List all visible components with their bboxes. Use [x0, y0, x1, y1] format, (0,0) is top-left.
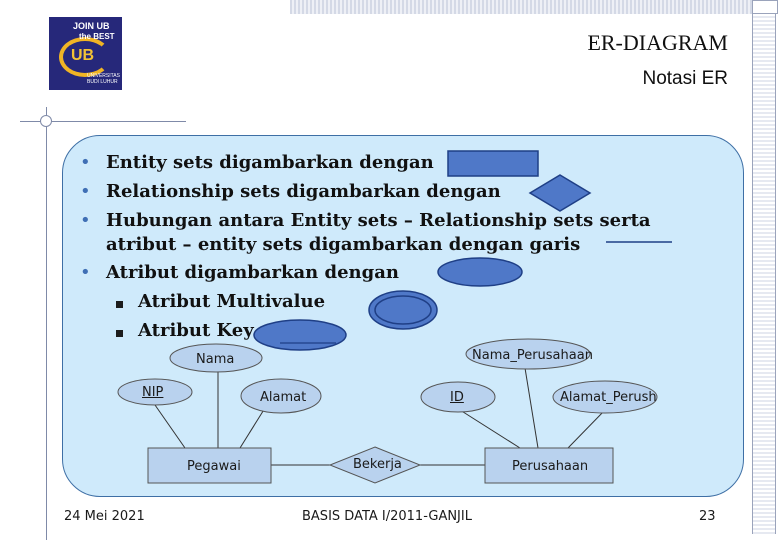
attribute-label-id: ID	[450, 390, 464, 405]
attribute-nip	[117, 378, 193, 406]
bullet-entity-sets: Entity sets digambarkan dengan	[106, 152, 434, 173]
decorative-line-vertical	[46, 107, 47, 540]
entity-pegawai	[147, 447, 272, 484]
bullet-relationship-sets: Relationship sets digambarkan dengan	[106, 181, 501, 202]
entity-label-pegawai: Pegawai	[187, 459, 241, 474]
bullet-dot: •	[80, 181, 91, 202]
logo-small-text: UNIVERSITAS BUDI LUHUR	[87, 73, 120, 85]
sub-bullet-key: Atribut Key	[138, 320, 254, 341]
sub-bullet-multivalue: Atribut Multivalue	[138, 291, 326, 312]
bullet-hubungan: Hubungan antara Entity sets – Relationsh…	[106, 210, 651, 231]
attribute-label-alamat: Alamat	[260, 390, 307, 405]
bullet-dot: •	[80, 152, 91, 173]
footer-date: 24 Mei 2021	[64, 509, 145, 524]
decorative-circle	[40, 115, 52, 127]
top-decoration-bar	[290, 0, 752, 14]
key-notation-ellipse	[253, 319, 347, 351]
footer-course: BASIS DATA I/2011-GANJIL	[302, 509, 472, 524]
attribute-label-nama-perusahaan: Nama_Perusahaan	[472, 348, 593, 363]
multivalue-notation-inner	[374, 295, 432, 325]
page-subtitle: Notasi ER	[642, 68, 728, 89]
top-decoration-box	[752, 0, 778, 14]
right-decoration-rail	[752, 14, 776, 534]
logo-best-text: the BEST	[79, 32, 115, 41]
diagram-connectors	[154, 367, 606, 466]
sub-bullet-square-icon	[116, 301, 123, 308]
bullet-hubungan-cont: atribut – entity sets digambarkan dengan…	[106, 234, 581, 255]
entity-label-perusahaan: Perusahaan	[512, 459, 589, 474]
attribute-alamat-perush	[552, 380, 658, 414]
bullet-dot: •	[80, 210, 91, 231]
page-title: ER-DIAGRAM	[587, 30, 728, 55]
entity-perusahaan	[484, 447, 614, 484]
logo-ring-icon	[59, 37, 111, 77]
university-logo: JOIN UB the BEST UB UNIVERSITAS BUDI LUH…	[49, 17, 122, 90]
attribute-label-nip: NIP	[142, 385, 164, 400]
attribute-label-nama: Nama	[196, 352, 235, 367]
attribute-notation-ellipse	[437, 257, 523, 287]
attribute-alamat	[240, 378, 322, 414]
sub-bullet-square-icon	[116, 330, 123, 337]
attribute-nama-perusahaan	[465, 338, 591, 370]
attribute-id	[420, 381, 496, 413]
relationship-label-bekerja: Bekerja	[353, 457, 402, 472]
relationship-notation-diamond	[528, 174, 592, 212]
footer-page-number: 23	[699, 509, 716, 524]
bullet-atribut: Atribut digambarkan dengan	[106, 262, 399, 283]
logo-join-text: JOIN UB	[73, 21, 110, 31]
attribute-label-alamat-perush: Alamat_Perush	[560, 390, 657, 405]
logo-ub-text: UB	[71, 47, 95, 64]
relationship-bekerja	[328, 446, 422, 484]
entity-notation-rectangle	[447, 150, 539, 177]
decorative-line-horizontal	[20, 121, 186, 122]
attribute-nama	[169, 343, 263, 373]
bullet-dot: •	[80, 262, 91, 283]
